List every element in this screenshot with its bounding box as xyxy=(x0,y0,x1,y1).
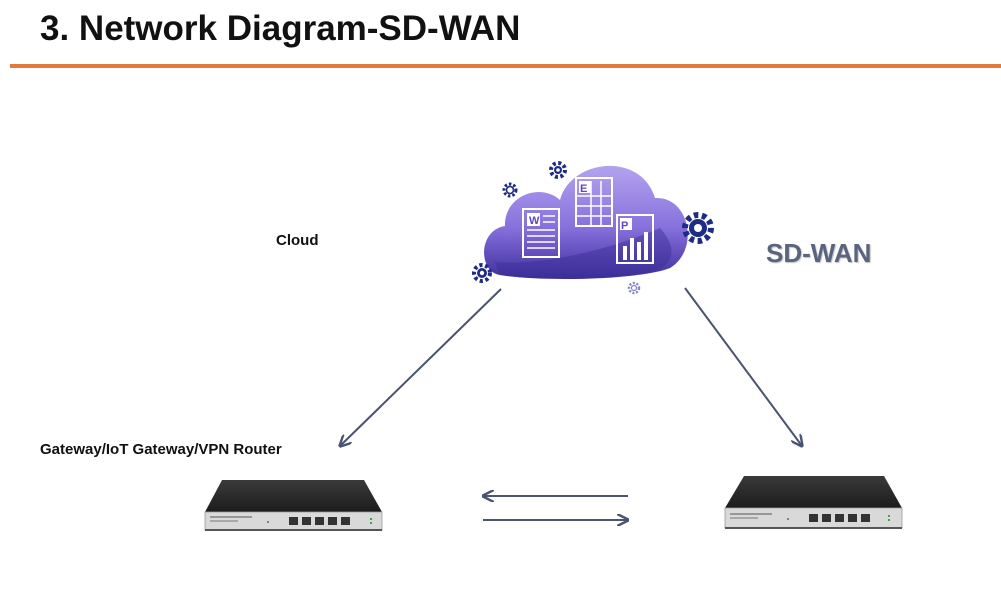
spreadsheet-icon: E xyxy=(575,177,613,227)
sdwan-label: SD-WAN xyxy=(766,238,872,268)
gear-icon xyxy=(549,161,567,179)
ppt-letter: P xyxy=(621,220,628,232)
cloud-to-left-gateway-arrow xyxy=(340,288,502,446)
gear-icon xyxy=(627,281,641,295)
cloud-to-right-gateway-arrow xyxy=(684,287,802,446)
gear-icon xyxy=(502,182,518,198)
title-rule xyxy=(10,64,1001,68)
excel-letter: E xyxy=(580,183,587,195)
presentation-chart-icon: P xyxy=(616,214,654,264)
gateway-label: Gateway/IoT Gateway/VPN Router xyxy=(40,441,282,458)
cloud-label: Cloud xyxy=(276,232,319,249)
left-gateway-device xyxy=(204,480,383,531)
gear-icon xyxy=(472,263,492,283)
cloud-icon xyxy=(484,165,688,280)
gear-icon xyxy=(682,212,714,244)
word-document-icon: W xyxy=(522,208,560,258)
page-title: 3. Network Diagram-SD-WAN xyxy=(40,9,521,48)
right-gateway-device xyxy=(724,476,903,529)
word-letter: W xyxy=(529,215,540,227)
